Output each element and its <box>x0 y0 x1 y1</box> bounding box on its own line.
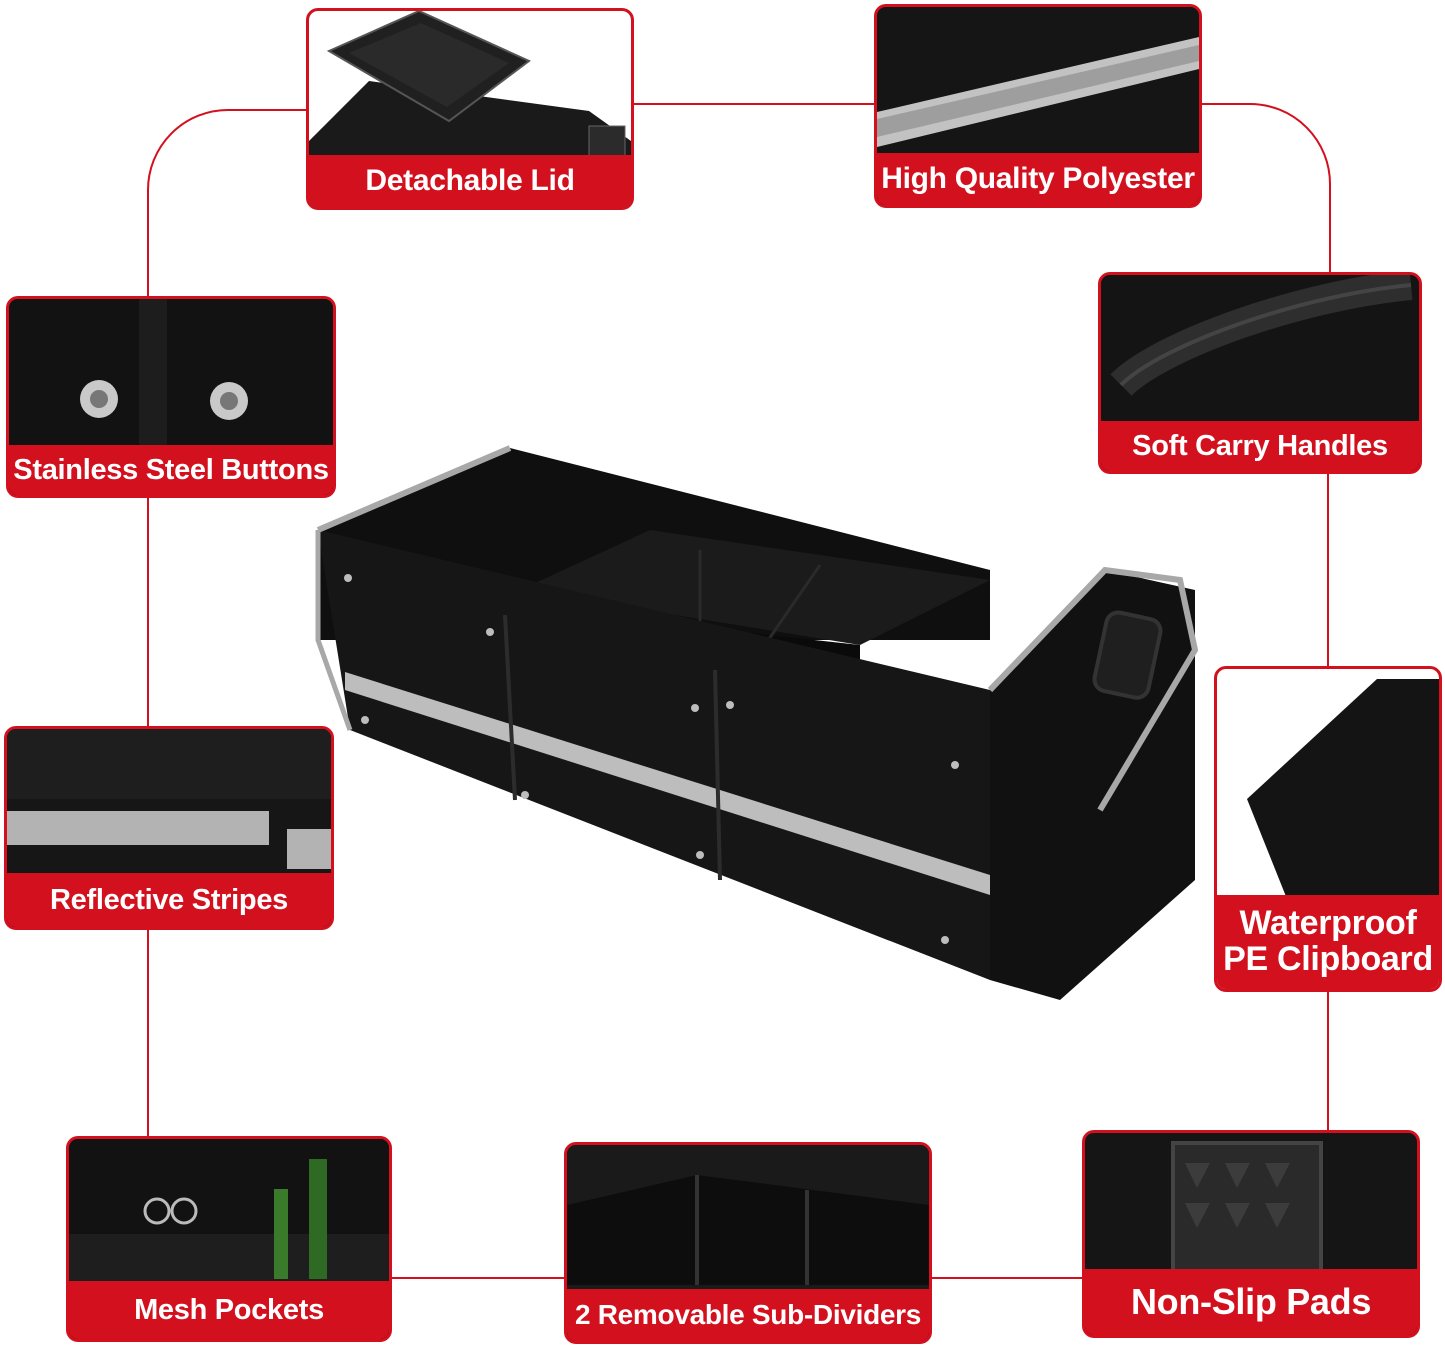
clipboard-label-line1: Waterproof <box>1239 904 1417 943</box>
dividers-label: 2 Removable Sub-Dividers <box>567 1289 929 1341</box>
feature-card-nonslip: Non-Slip Pads <box>1082 1130 1420 1338</box>
feature-card-handles: Soft Carry Handles <box>1098 272 1422 474</box>
feature-card-reflective: Reflective Stripes <box>4 726 334 930</box>
feature-card-polyester: High Quality Polyester <box>874 4 1202 208</box>
reflective-label: Reflective Stripes <box>7 873 331 927</box>
nonslip-label: Non-Slip Pads <box>1085 1269 1417 1335</box>
feature-card-clipboard: Waterproof PE Clipboard <box>1214 666 1442 992</box>
handles-label: Soft Carry Handles <box>1101 421 1419 471</box>
feature-card-buttons: Stainless Steel Buttons <box>6 296 336 498</box>
clipboard-label-line2: PE Clipboard <box>1223 940 1433 978</box>
feature-card-mesh: Mesh Pockets <box>66 1136 392 1342</box>
mesh-label: Mesh Pockets <box>69 1281 389 1339</box>
feature-card-dividers: 2 Removable Sub-Dividers <box>564 1142 932 1344</box>
clipboard-label: Waterproof PE Clipboard <box>1217 895 1439 989</box>
trunk-organizer-illustration <box>315 445 1199 1000</box>
polyester-label: High Quality Polyester <box>877 153 1199 205</box>
feature-card-detachable-lid: Detachable Lid <box>306 8 634 210</box>
buttons-label: Stainless Steel Buttons <box>9 445 333 495</box>
detachable-lid-label: Detachable Lid <box>309 155 631 207</box>
